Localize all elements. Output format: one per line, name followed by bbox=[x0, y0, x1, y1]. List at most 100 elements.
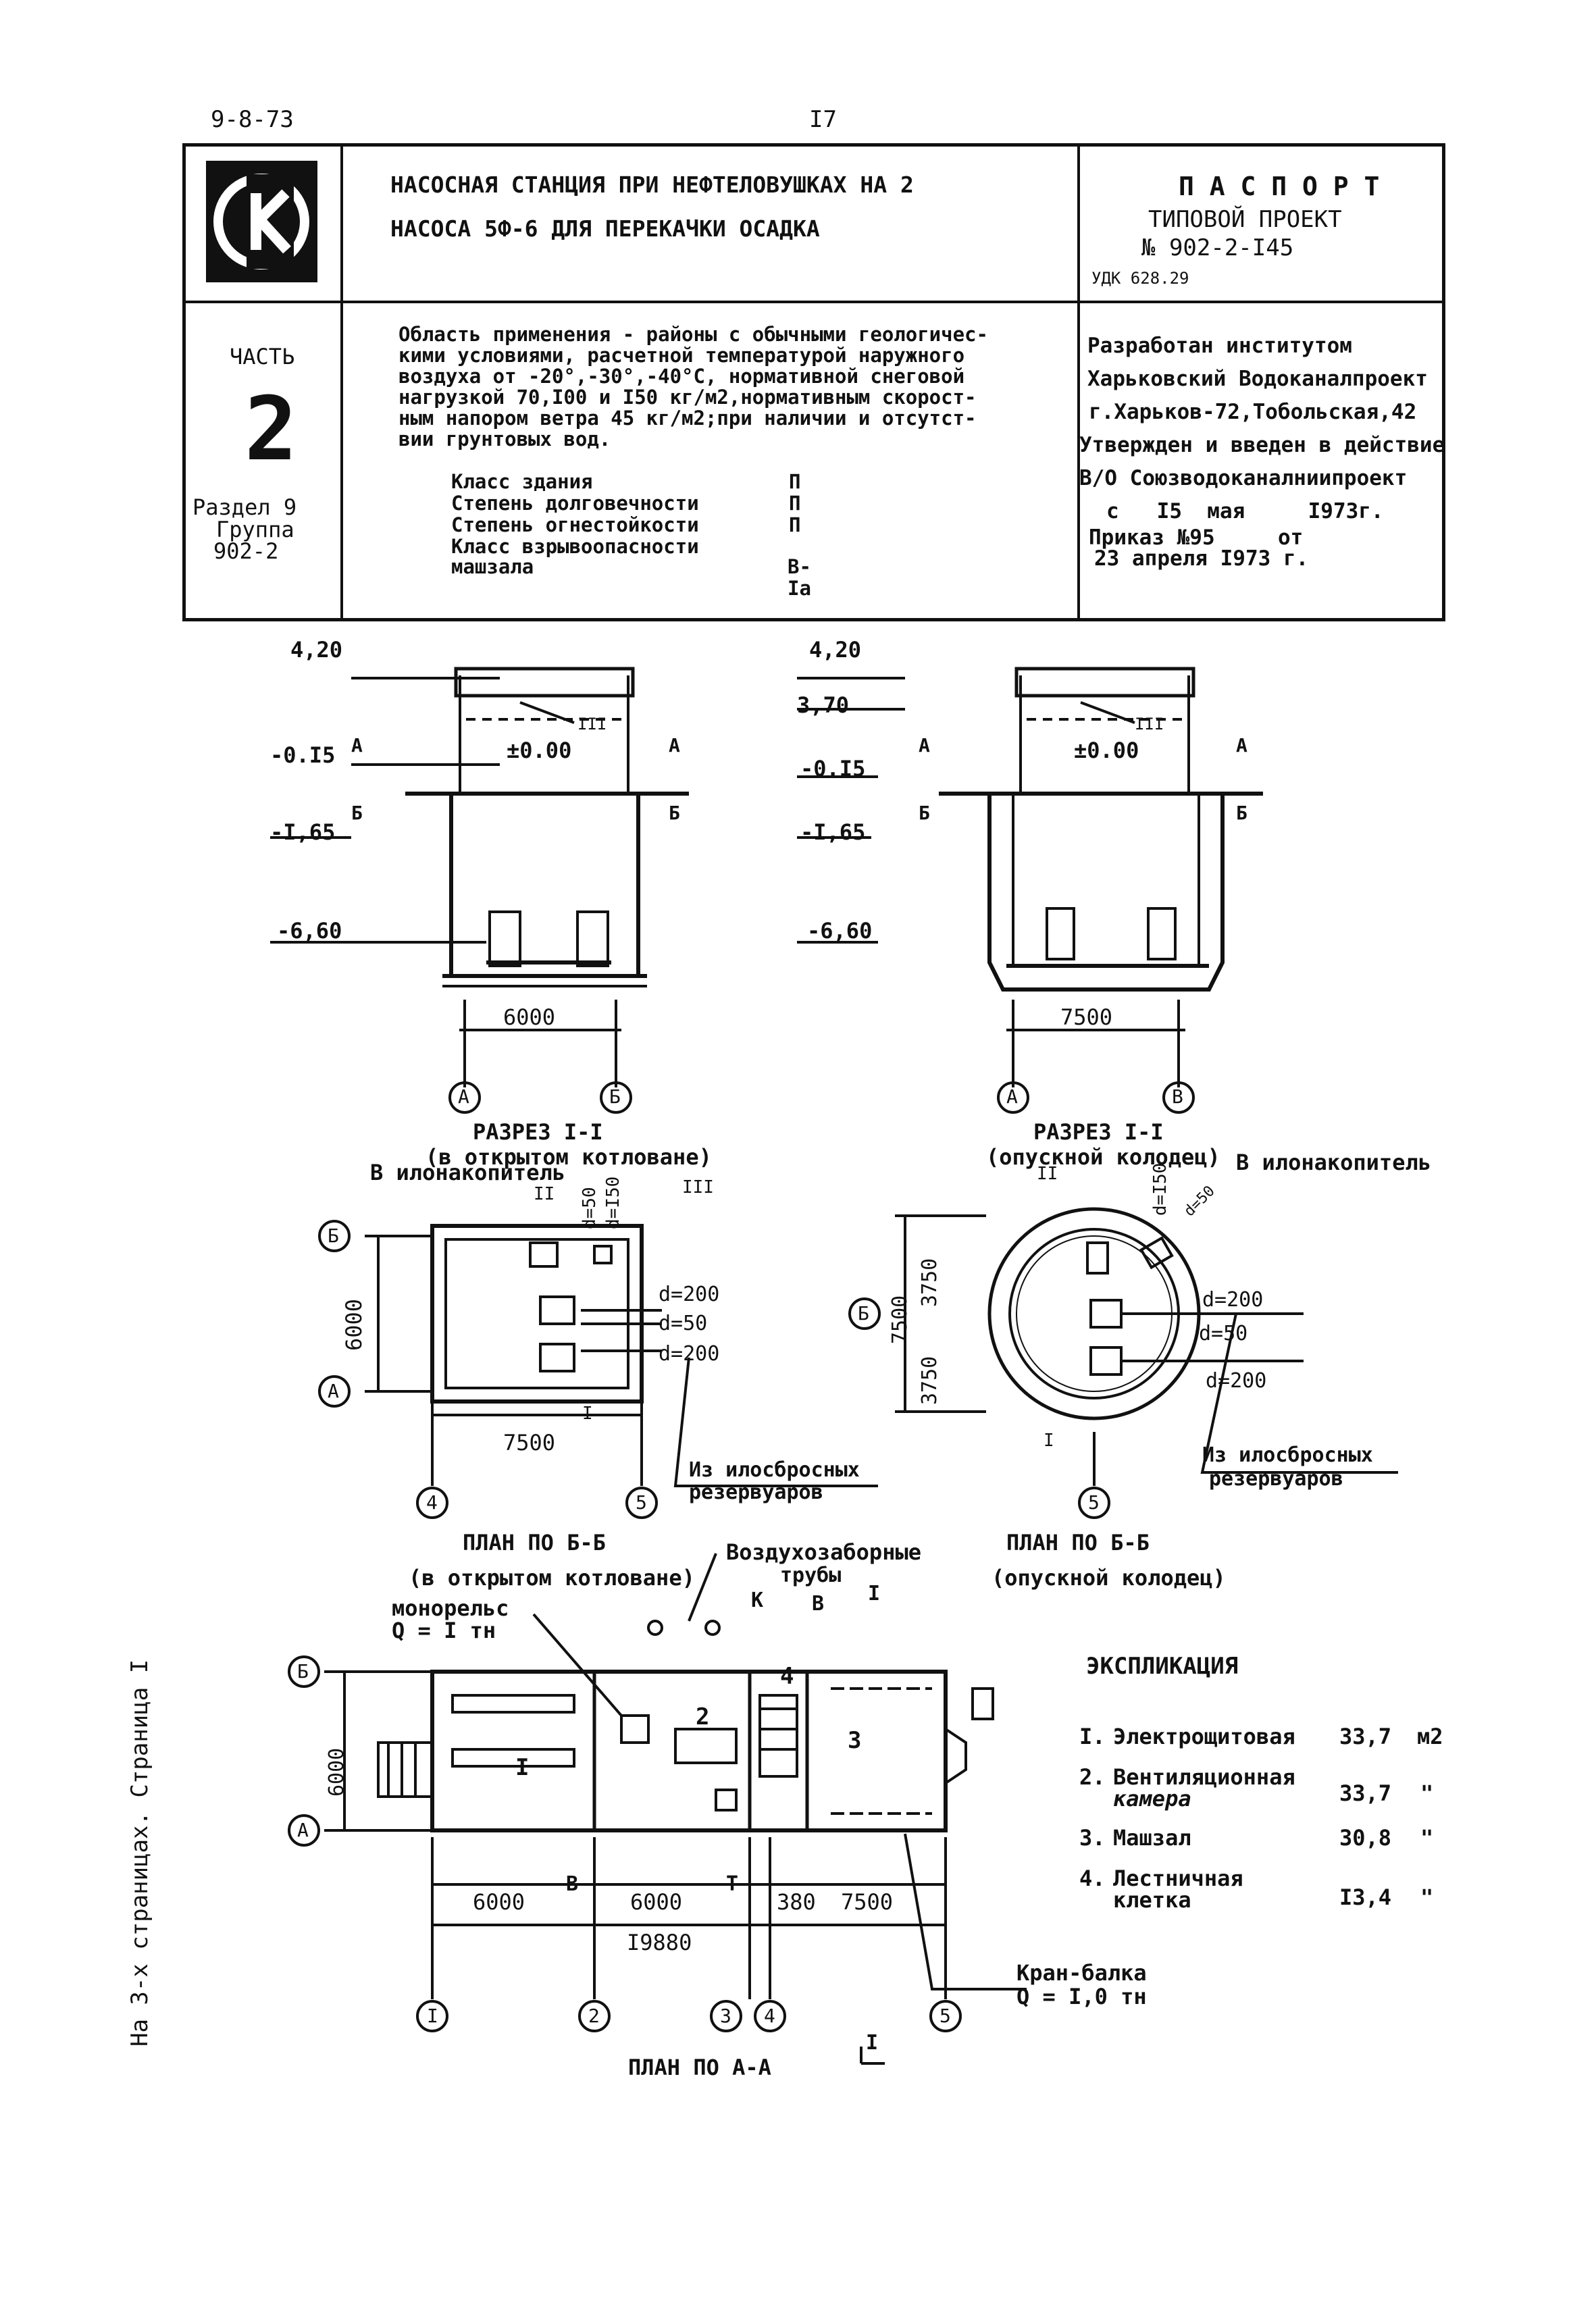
item-num: I. bbox=[1079, 1724, 1106, 1749]
axis-1: I bbox=[427, 2005, 438, 2027]
plan-right-caption: ПЛАН ПО Б-Б bbox=[1006, 1530, 1150, 1555]
axis-3: 3 bbox=[720, 2005, 731, 2027]
roman-III: III bbox=[682, 1177, 714, 1198]
dim-380: 380 bbox=[777, 1889, 816, 1915]
d150-label: d=I50 bbox=[1150, 1162, 1170, 1216]
plan-left-drawing bbox=[318, 1220, 878, 1519]
level-minus-165: -I,65 bbox=[800, 819, 866, 845]
axis-5: 5 bbox=[939, 2005, 951, 2027]
item-num: 4. bbox=[1079, 1866, 1106, 1891]
logo-cell bbox=[186, 147, 343, 303]
level-minus-015: -0.I5 bbox=[800, 756, 866, 781]
dim-7500: 7500 bbox=[888, 1295, 912, 1344]
air-pipes-2: трубы bbox=[780, 1564, 842, 1587]
plan-bottom-caption: ПЛАН ПО А-А bbox=[628, 2055, 771, 2080]
item-area: 33,7 bbox=[1339, 1780, 1392, 1806]
dev-line: г.Харьков-72,Тобольская,42 bbox=[1089, 400, 1417, 424]
cut-a-left: А bbox=[919, 734, 930, 756]
dev-line: Приказ №95 от bbox=[1089, 525, 1304, 550]
axis-4: 4 bbox=[426, 1491, 438, 1514]
dim-6000: 6000 bbox=[630, 1889, 683, 1915]
section-left-drawing bbox=[270, 667, 689, 1114]
explication-item: I. Электрощитовая 33,7 м2 bbox=[1079, 1726, 1458, 1766]
cut-b-right: Б bbox=[669, 802, 680, 824]
class-value: П bbox=[789, 513, 801, 536]
zero-level: ±0.00 bbox=[507, 738, 572, 763]
scope-line: воздуха от -20°,-30°,-40°С, нормативной … bbox=[398, 365, 965, 388]
class-value: В-Iа bbox=[788, 555, 811, 600]
group-label: Группа bbox=[216, 517, 294, 542]
axis-a: А bbox=[297, 1819, 309, 1841]
axis-a: А bbox=[1006, 1085, 1018, 1108]
scope-line: ным напором ветра 45 кг/м2;при наличии и… bbox=[398, 407, 977, 430]
part-cell bbox=[186, 303, 343, 618]
item-name2: камера bbox=[1113, 1786, 1191, 1811]
scope-text: Область применения - районы с обычными г… bbox=[398, 324, 988, 450]
cut-a-left: А bbox=[351, 734, 363, 756]
dim-total: I9880 bbox=[627, 1930, 692, 1955]
explication-title: ЭКСПЛИКАЦИЯ bbox=[1086, 1653, 1239, 1680]
plan-right-drawing bbox=[848, 1207, 1398, 1519]
from-tanks-1: Из илосбросных bbox=[1202, 1443, 1373, 1467]
dim-6000-vert: 6000 bbox=[325, 1747, 349, 1797]
axis-a: А bbox=[328, 1380, 339, 1402]
label-V-bottom: В bbox=[566, 1872, 579, 1896]
class-value: П bbox=[789, 492, 801, 515]
pipe-d200: d=200 bbox=[1202, 1288, 1264, 1312]
roman-I: I bbox=[1044, 1431, 1054, 1451]
dim-6000: 6000 bbox=[473, 1889, 525, 1915]
class-value: П bbox=[789, 470, 801, 493]
explication-list: I. Электрощитовая 33,7 м2 2. Вентиляцион… bbox=[1079, 1726, 1458, 1928]
pipe-d200: d=200 bbox=[659, 1342, 720, 1366]
class-label: машзала bbox=[451, 555, 534, 578]
level-minus-660: -6,60 bbox=[277, 918, 342, 944]
from-tanks-2: резервуаров bbox=[689, 1481, 823, 1504]
dim-7500: 7500 bbox=[503, 1430, 556, 1456]
explication-item: 3. Машзал 30,8 " bbox=[1079, 1827, 1458, 1868]
cut-b-left: Б bbox=[919, 802, 930, 824]
class-label: Степень долговечности bbox=[451, 492, 699, 515]
part-label: ЧАСТЬ bbox=[230, 344, 295, 369]
title-cell bbox=[343, 147, 1080, 303]
udk: УДК 628.29 bbox=[1091, 269, 1189, 288]
developer-text: Разработан институтом Харьковский Водока… bbox=[1079, 330, 1445, 570]
to-sludge-left: В илонакопитель bbox=[370, 1160, 565, 1185]
item-area: 30,8 bbox=[1339, 1825, 1392, 1851]
dev-line: Харьковский Водоканалпроект bbox=[1087, 367, 1428, 391]
scope-line: кими условиями, расчетной температурой н… bbox=[398, 344, 965, 367]
d150-label: d=I50 bbox=[603, 1176, 623, 1229]
level-3-70: 3,70 bbox=[797, 692, 850, 718]
width-7500: 7500 bbox=[1060, 1004, 1113, 1030]
class-label: Степень огнестойкости bbox=[451, 513, 699, 536]
dev-line: 23 апреля I973 г. bbox=[1094, 546, 1309, 571]
monorail-1: монорельс bbox=[392, 1595, 509, 1621]
axis-b: Б bbox=[328, 1225, 339, 1247]
page-number: I7 bbox=[809, 106, 837, 133]
project-title-line2: НАСОСА 5Ф-6 ДЛЯ ПЕРЕКАЧКИ ОСАДКА bbox=[390, 215, 820, 242]
item-name2: клетка bbox=[1113, 1887, 1191, 1913]
roman-II: II bbox=[1037, 1164, 1058, 1184]
passport-cell bbox=[1080, 147, 1442, 303]
dev-line: Разработан институтом bbox=[1087, 334, 1352, 358]
from-tanks-1: Из илосбросных bbox=[689, 1458, 860, 1482]
title-block bbox=[182, 143, 1445, 621]
section-right-caption: РАЗРЕЗ I-I bbox=[1033, 1119, 1164, 1145]
class-label: Класс взрывоопасности bbox=[451, 535, 699, 558]
item-area: 33,7 bbox=[1339, 1724, 1392, 1749]
room-4: 4 bbox=[780, 1663, 794, 1690]
axis-4: 4 bbox=[764, 2005, 775, 2027]
section-label: Раздел 9 bbox=[192, 494, 297, 520]
item-name: Электрощитовая bbox=[1113, 1724, 1295, 1749]
label-T: Т bbox=[726, 1872, 739, 1896]
plan-bottom-drawing bbox=[288, 1553, 1027, 2065]
section-left-caption: РАЗРЕЗ I-I bbox=[473, 1119, 603, 1145]
from-tanks-2: резервуаров bbox=[1209, 1467, 1343, 1491]
level-minus-015: -0.I5 bbox=[270, 742, 336, 768]
plan-left-caption2: (в открытом котловане) bbox=[409, 1565, 695, 1591]
to-sludge-right: В илонакопитель bbox=[1236, 1150, 1431, 1175]
group-number: 902-2 bbox=[213, 538, 279, 564]
room-3: 3 bbox=[848, 1727, 862, 1754]
sheet-code: 9-8-73 bbox=[211, 106, 294, 133]
